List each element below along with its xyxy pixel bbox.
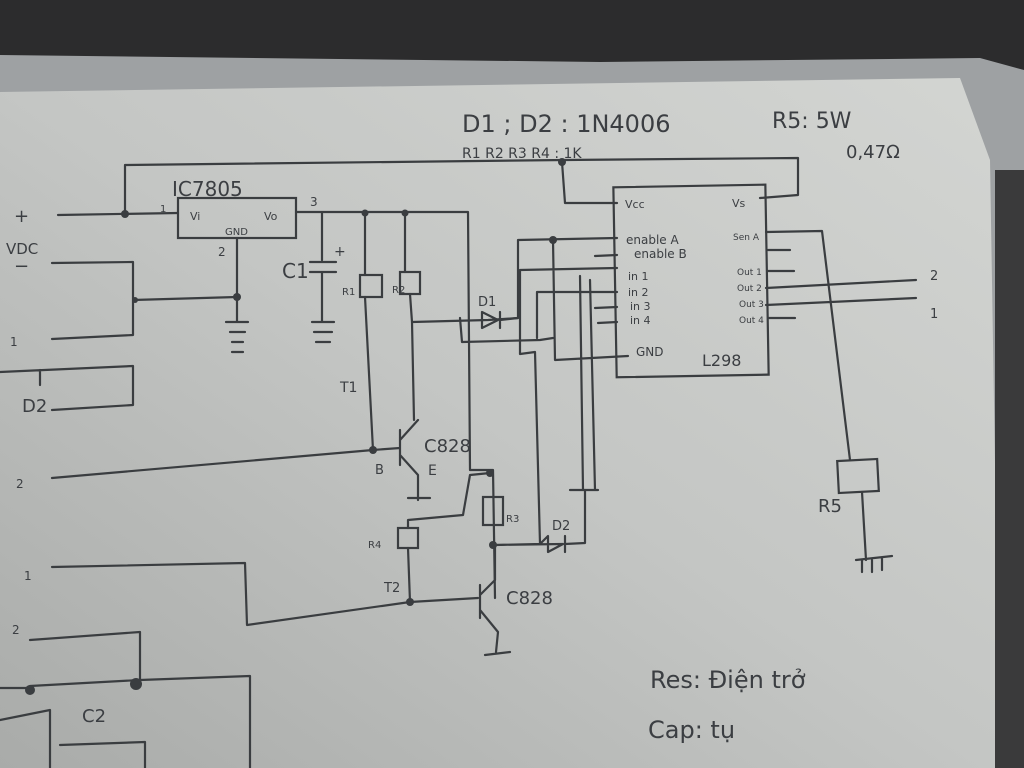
capacitor-c1 xyxy=(308,211,338,344)
diode-d1 xyxy=(480,236,619,330)
note-diodes: D1 ; D2 : 1N4006 xyxy=(462,110,671,138)
label-t1-model: C828 xyxy=(424,436,471,457)
pin-vs: Vs xyxy=(732,197,746,210)
5v-rail xyxy=(294,210,497,600)
r1-wire xyxy=(363,211,375,452)
marker: 2 xyxy=(16,477,24,491)
paper-sheet xyxy=(0,78,1000,768)
note-r5-power: R5: 5W xyxy=(772,109,852,134)
pin-enable-a: enable A xyxy=(626,233,679,247)
resistor-r1 xyxy=(358,273,384,299)
ground-symbol xyxy=(224,236,250,354)
l298-name: L298 xyxy=(702,351,741,370)
l298-input-wires xyxy=(518,238,630,546)
pin-out2: Out 2 xyxy=(737,284,762,294)
label-d2: D2 xyxy=(552,519,570,534)
label-t2-model: C828 xyxy=(506,588,553,609)
wire xyxy=(406,471,492,530)
pin-sen-a: Sen A xyxy=(733,233,760,243)
resistor-r5 xyxy=(836,457,880,495)
regulator-vout: Vo xyxy=(264,210,278,223)
pin-out1: Out 1 xyxy=(737,268,762,278)
pin-stubs xyxy=(593,253,619,325)
vdc-plus: + xyxy=(14,206,29,227)
junction xyxy=(121,210,129,218)
legend-res: Res: Điện trở xyxy=(650,666,806,694)
label-c1: C1 xyxy=(282,259,309,283)
marker: 1 xyxy=(10,335,18,349)
pin-vcc: Vcc xyxy=(625,198,645,211)
label-d2-left: D2 xyxy=(22,396,47,417)
pin-gnd: GND xyxy=(636,345,664,359)
pin-in3: in 3 xyxy=(630,300,651,313)
resistor-r2 xyxy=(398,270,422,296)
label-t2: T2 xyxy=(383,581,400,596)
junction xyxy=(132,297,138,303)
label-t1: T1 xyxy=(339,380,357,396)
l298-ic xyxy=(612,183,770,379)
junction xyxy=(406,598,414,606)
junction xyxy=(233,293,241,301)
legend-cap: Cap: tụ xyxy=(648,716,735,744)
junction xyxy=(369,446,377,454)
vdc-label: VDC xyxy=(6,240,38,258)
junction xyxy=(130,678,142,690)
label-r4: R4 xyxy=(368,540,381,551)
label-r2: R2 xyxy=(392,285,405,296)
note-r5-value: 0,47Ω xyxy=(846,142,900,163)
pin-stubs-right xyxy=(764,229,918,462)
dark-edge xyxy=(995,170,1024,768)
pin-in1: in 1 xyxy=(628,270,649,283)
label-c2: C2 xyxy=(82,706,106,727)
label-t1-b: B xyxy=(375,463,384,478)
pin-out3: Out 3 xyxy=(739,300,764,310)
diode-d2 xyxy=(491,488,587,554)
lower-left-wires xyxy=(0,630,252,768)
vcc-wire xyxy=(560,160,619,205)
label-r5: R5 xyxy=(818,496,842,517)
pin-enable-b: enable B xyxy=(634,247,687,261)
l298-right-pins: Vs Sen A Out 1 Out 2 Out 3 Out 4 xyxy=(732,197,918,462)
regulator-pin3: 3 xyxy=(310,195,318,209)
vin-wire xyxy=(56,156,800,217)
marker: 1 xyxy=(24,569,32,583)
transistor-t2 xyxy=(478,543,512,657)
label-r1: R1 xyxy=(342,287,355,298)
r5-ground xyxy=(854,490,894,574)
output-1: 1 xyxy=(930,307,938,322)
pin-in4: in 4 xyxy=(630,314,651,327)
wire xyxy=(458,316,555,344)
regulator-pin1: 1 xyxy=(160,204,166,215)
d2-left-wire xyxy=(0,364,135,412)
label-d1: D1 xyxy=(478,295,496,310)
label-r3: R3 xyxy=(506,514,519,525)
regulator-gnd: GND xyxy=(225,227,248,238)
t2-base-wire xyxy=(50,546,480,627)
pin-out4: Out 4 xyxy=(739,316,764,326)
label-t1-e: E xyxy=(428,463,437,479)
junction xyxy=(25,685,35,695)
resistor-r3 xyxy=(481,495,505,527)
pin-in2: in 2 xyxy=(628,286,649,299)
output-2: 2 xyxy=(930,269,938,284)
vdc-minus: − xyxy=(14,256,29,277)
marker: 2 xyxy=(12,623,20,637)
note-resistors: R1 R2 R3 R4 : 1K xyxy=(462,146,582,162)
l298-left-pins: Vcc enable A enable B in 1 in 2 in 3 in … xyxy=(593,198,687,359)
regulator-vin: Vi xyxy=(190,210,200,223)
regulator-pin2: 2 xyxy=(218,245,226,259)
label-c1-plus: + xyxy=(334,244,346,260)
